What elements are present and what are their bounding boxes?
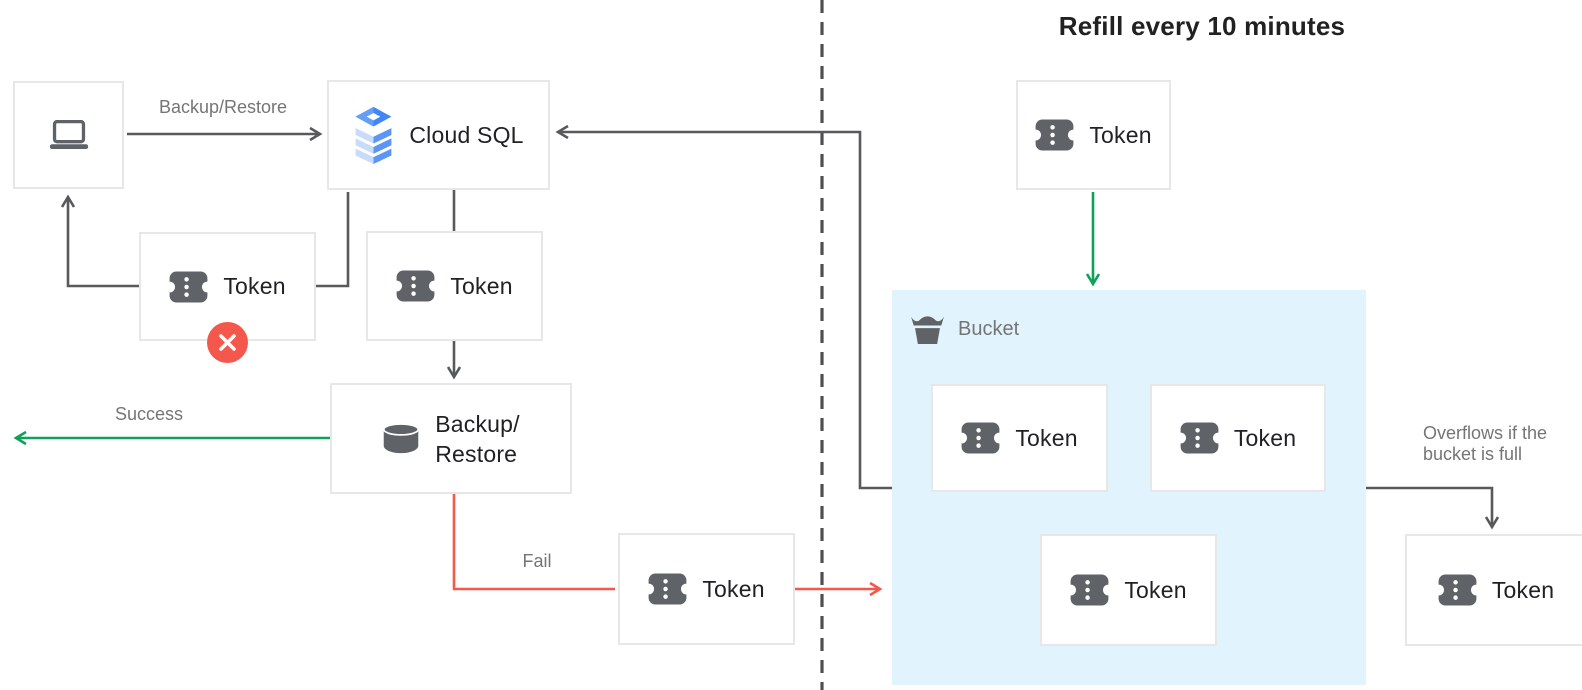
bucket-header: Bucket bbox=[909, 314, 1019, 344]
edge-label-success: Success bbox=[114, 404, 184, 424]
client-node bbox=[13, 81, 124, 189]
token-icon bbox=[1438, 574, 1477, 606]
token-icon bbox=[1070, 574, 1109, 606]
token-node-overflow: Token bbox=[1405, 534, 1582, 646]
edge-label-backup-restore: Backup/Restore bbox=[158, 97, 288, 117]
database-icon bbox=[382, 423, 420, 454]
token-icon bbox=[961, 422, 1000, 454]
refill-title: Refill every 10 minutes bbox=[1058, 11, 1346, 41]
token-label: Token bbox=[1233, 424, 1297, 451]
token-icon bbox=[396, 270, 435, 302]
token-icon bbox=[1035, 119, 1074, 151]
token-node-consumed: Token bbox=[139, 232, 316, 341]
token-icon bbox=[169, 271, 208, 303]
edge-token-to-client bbox=[68, 198, 139, 288]
backup-restore-label: Backup/ Restore bbox=[435, 409, 520, 469]
token-label: Token bbox=[1015, 424, 1078, 451]
token-node-bucket-3: Token bbox=[1040, 534, 1217, 646]
edge-token-to-cloudsql bbox=[316, 192, 350, 288]
token-node-refill: Token bbox=[1016, 80, 1171, 190]
token-label: Token bbox=[1124, 576, 1187, 603]
token-label: Token bbox=[223, 273, 286, 299]
token-node-bucket-2: Token bbox=[1150, 384, 1326, 492]
token-label: Token bbox=[1089, 121, 1152, 148]
token-label: Token bbox=[1491, 576, 1555, 603]
edge-label-overflow: Overflows if the bucket is full bbox=[1423, 423, 1548, 464]
edge-fail bbox=[452, 494, 615, 591]
token-icon bbox=[1180, 422, 1219, 454]
token-label: Token bbox=[450, 272, 513, 299]
cloud-sql-icon bbox=[353, 106, 394, 164]
token-icon bbox=[648, 573, 687, 605]
x-circle-icon bbox=[207, 322, 248, 363]
token-label: Token bbox=[702, 575, 765, 602]
laptop-icon bbox=[46, 120, 92, 151]
token-node-fail: Token bbox=[618, 533, 795, 645]
backup-restore-label-line1: Backup/ bbox=[435, 410, 520, 437]
token-node-queued: Token bbox=[366, 231, 543, 341]
backup-restore-node: Backup/ Restore bbox=[330, 383, 572, 494]
backup-restore-label-line2: Restore bbox=[435, 440, 518, 467]
edge-overflow bbox=[1366, 486, 1492, 526]
edge-label-fail: Fail bbox=[522, 551, 552, 571]
token-node-bucket-1: Token bbox=[931, 384, 1108, 492]
bucket-label: Bucket bbox=[958, 317, 1020, 340]
edge-bucket-to-cloudsql bbox=[559, 132, 892, 490]
cloud-sql-label: Cloud SQL bbox=[409, 121, 524, 148]
cloud-sql-node: Cloud SQL bbox=[327, 80, 550, 190]
